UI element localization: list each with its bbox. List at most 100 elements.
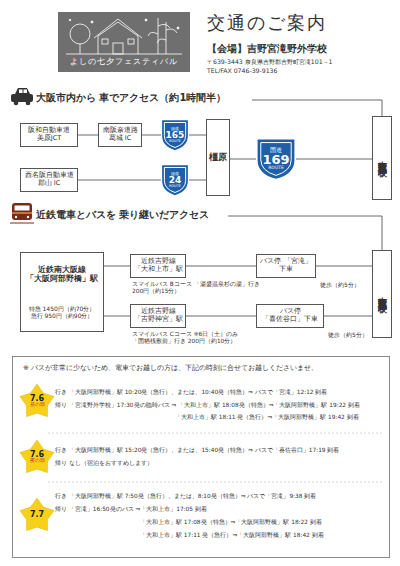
house-outline: [98, 22, 138, 54]
box-text: 近鉄吉野線 「大和上市」駅: [133, 258, 183, 274]
train-rail: [10, 223, 34, 224]
route-shield: 国道169ROUTE: [256, 138, 296, 180]
route-note: スマイルバス Bコース 「湯盛温泉杉の湯」行き 200円（約15分）: [132, 281, 262, 295]
box-text: バス停 「宮滝」下車: [259, 258, 313, 274]
route-text: 165: [166, 131, 185, 140]
date-text: 7.6: [30, 395, 44, 403]
logo-illustration: [66, 18, 182, 54]
schedule-text: 帰り 「宮滝野外学校」17:30発の臨時バス ⇒ 「大和上市」駅 18:08発（…: [55, 402, 360, 409]
route-text: 169: [262, 153, 289, 166]
box-text: 吉野宮滝野外学校: [377, 290, 387, 298]
star-dot: [177, 27, 179, 29]
train-icon: [10, 203, 34, 223]
logo-text: よしの七夕フェスティバル: [70, 57, 178, 66]
star-fill: [20, 440, 54, 473]
route-connector: [186, 266, 256, 267]
info-label: 近鉄電車とバスを 乗り継いだアクセス: [36, 209, 209, 222]
tree-trunk: [80, 44, 81, 54]
station-box: 近鉄吉野線 「大和上市」駅: [130, 254, 186, 278]
car-wheel: [26, 101, 31, 106]
train-window: [15, 206, 30, 211]
star-dot: [91, 21, 93, 23]
star-fill: [20, 498, 54, 531]
section-line: [228, 216, 382, 250]
route-connector: [186, 316, 256, 317]
box-text: 阪和自動車道 美原JCT: [23, 127, 75, 143]
info-label: 大阪市内から 車でアクセス（約1時間半）: [36, 92, 226, 105]
house-roof: [94, 19, 142, 38]
route-connector: [104, 316, 130, 317]
route-connector: [189, 135, 206, 136]
ground-line: [66, 54, 182, 55]
date-star: 7.6夜の部: [19, 439, 55, 475]
route-text: 24: [169, 176, 182, 185]
station-box: 近鉄南大阪線 「大阪阿部野橋」駅特急 1450円（約70分） 急行 950円（約…: [20, 252, 104, 332]
info-label: TEL/FAX 0746-39-9136: [207, 67, 277, 75]
route-connector: [78, 135, 98, 136]
destination-box: 吉野宮滝野外学校: [372, 250, 392, 338]
route-note: 徒歩（約5分）: [320, 281, 360, 289]
house-window: [102, 39, 108, 44]
station-box: 近鉄吉野線 「吉野神宮」駅: [130, 304, 186, 328]
car-body: [11, 94, 33, 102]
schedule-text: 「大和上市」駅 18:11 発（急行）⇒「大阪阿部野橋」駅 19:42 到着: [175, 414, 359, 421]
shield-border: [261, 143, 291, 176]
house-window: [128, 39, 134, 44]
info-label: 〒639-3443 奈良県吉野郡吉野町宮滝101－1: [207, 58, 333, 66]
bus-stop-box: バス停 「宮滝」下車: [256, 254, 316, 278]
date-text: 7.6: [30, 451, 44, 459]
schedule-text: 「大和上市」駅 17:11 発（急行）⇒「大阪阿部野橋」駅 18:42 到着: [140, 532, 324, 539]
route-text: ROUTE: [268, 166, 284, 171]
section-line: [252, 100, 382, 116]
info-label: 【会場】吉野宮滝野外学校: [207, 43, 327, 55]
schedule-panel: ※ バスが非常に少ないため、電車でお越しの方は、下記の時刻に合せてお越しください…: [12, 356, 390, 558]
box-text: 西名阪自動車道 郡山 IC: [23, 172, 75, 188]
car-window: [24, 90, 28, 94]
shield-border: [164, 122, 185, 147]
train-body: [12, 203, 32, 220]
car-window: [19, 90, 23, 94]
route-connector: [104, 266, 130, 267]
route-shield: 国道165ROUTE: [161, 119, 189, 151]
route-connector: [316, 266, 372, 267]
route-note: スマイルバス Cコース ※6日（土）のみ 「国栖桟敷前」行き 200円（約10分…: [132, 331, 262, 345]
shield-fill: [162, 120, 188, 150]
route-connector: [324, 316, 372, 317]
route-text: ROUTE: [169, 185, 181, 189]
route-note: 徒歩（約5分）: [328, 331, 368, 339]
shield-fill: [258, 140, 295, 179]
page-title: 交通のご案内: [207, 12, 327, 35]
bus-stop-box: バス停 「喜佐谷口」下車: [256, 304, 324, 328]
box-text: 近鉄南大阪線 「大阪阿部野橋」駅: [23, 265, 101, 283]
date-text: 7.7: [30, 511, 44, 519]
festival-logo: よしの七夕フェスティバル: [58, 12, 190, 72]
bamboo-stem: [166, 22, 167, 54]
schedule-text: ※ バスが非常に少ないため、電車でお越しの方は、下記の時刻に合せてお越しください…: [23, 364, 318, 372]
schedule-text: 行き 「大阪阿部野橋」駅 7:50発（急行）、または、8:10発（特急）⇒ バス…: [55, 493, 316, 500]
train-light: [15, 216, 17, 218]
train-stripe: [12, 212, 32, 213]
star-dot: [69, 19, 71, 21]
schedule-text: 「大和上市」駅 17:08発（特急）⇒「大阪阿部野橋」駅 18:22 到着: [140, 519, 322, 526]
tree-crown: [70, 24, 90, 44]
shield-fill: [162, 165, 188, 195]
route-connector: [78, 180, 161, 181]
box-text: バス停 「喜佐谷口」下車: [259, 308, 321, 324]
schedule-text: 帰り 「宮滝」16:50発のバス ⇒「大和上市」17:05 到着: [55, 506, 207, 513]
route-connector: [189, 180, 206, 181]
car-cabin: [15, 88, 30, 94]
box-text: 近鉄吉野線 「吉野神宮」駅: [133, 308, 183, 324]
route-connector: [142, 135, 161, 136]
date-text: 昼の部: [30, 403, 45, 408]
star-dot: [145, 19, 147, 21]
box-text: 橿原: [209, 152, 227, 163]
bamboo-stem: [158, 18, 159, 54]
box-text: 特急 1450円（約70分） 急行 950円（約90分）: [23, 305, 101, 319]
row-separator: [48, 482, 384, 483]
box-text: 吉野宮滝野外学校: [377, 154, 387, 162]
route-text: ROUTE: [169, 140, 181, 144]
shield-border: [164, 167, 185, 192]
house-door: [113, 43, 123, 54]
